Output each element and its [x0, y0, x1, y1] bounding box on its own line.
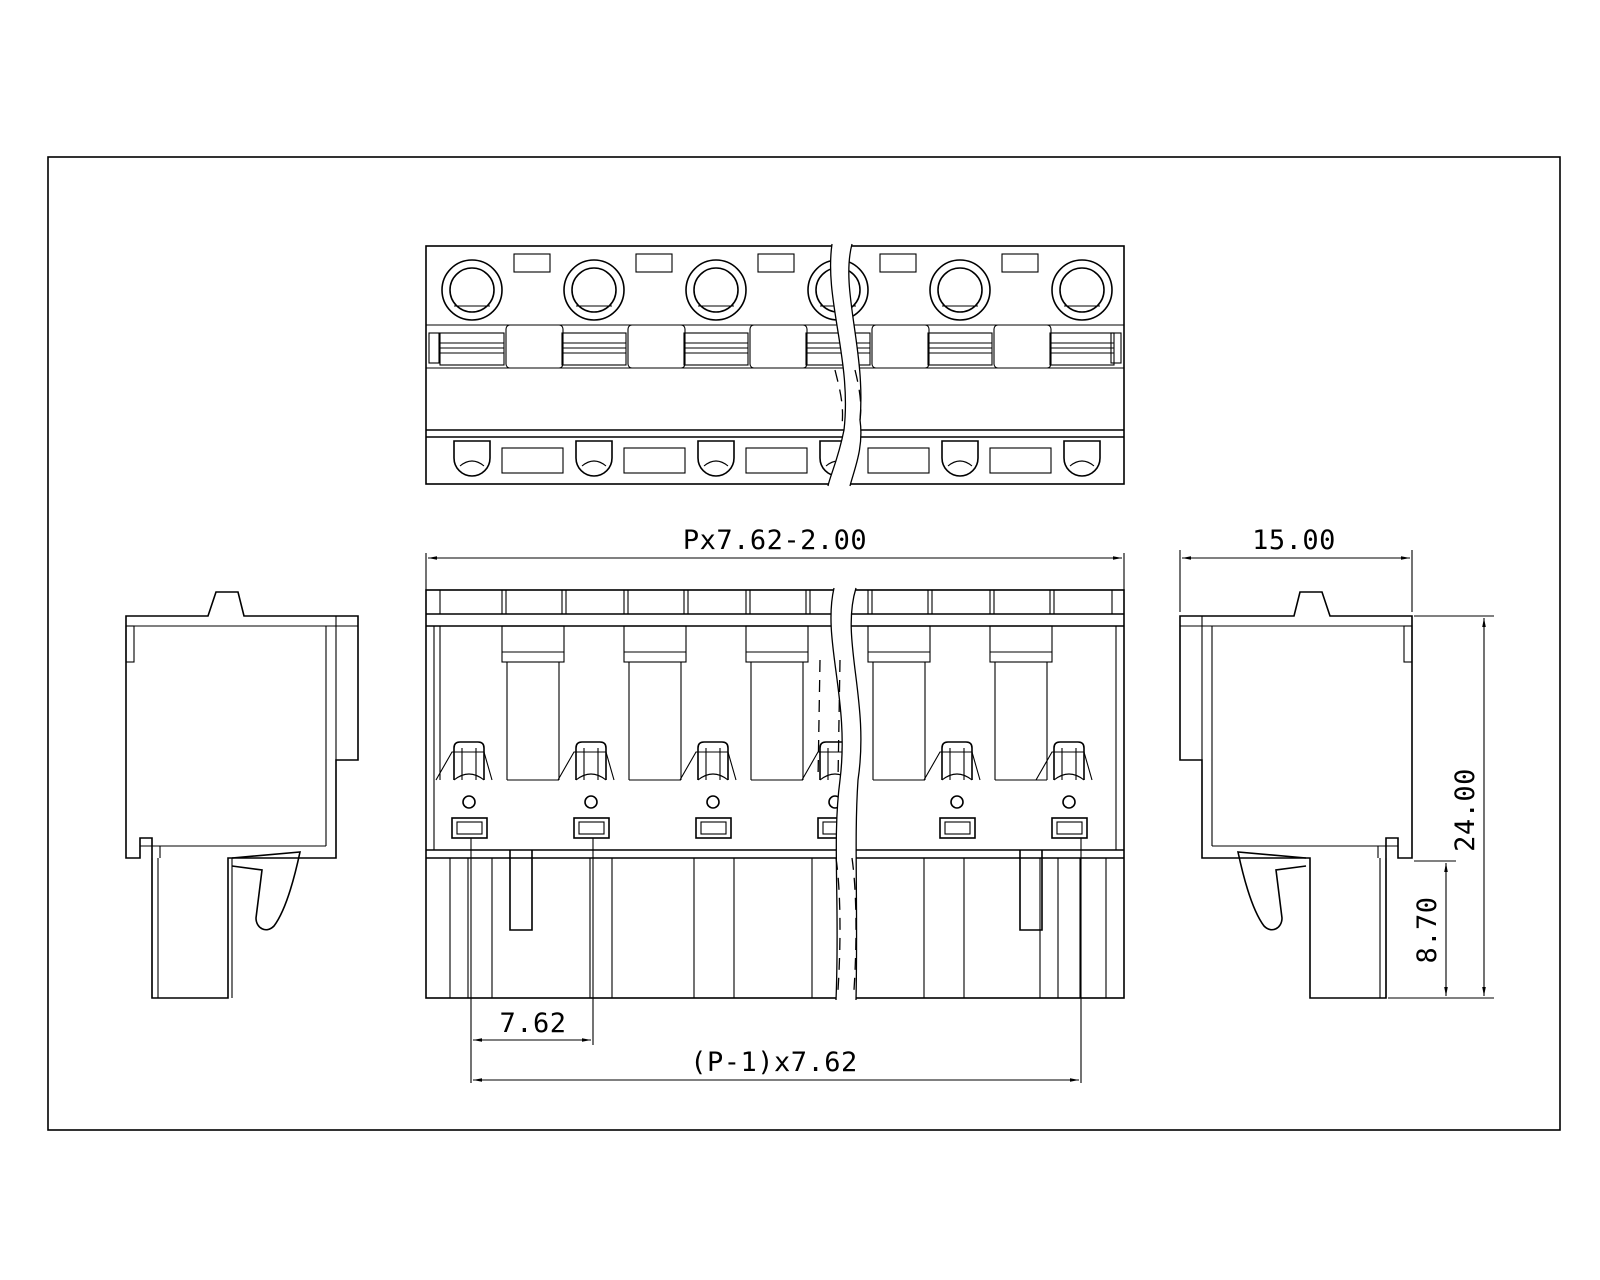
depth-label: 15.00 — [1252, 525, 1336, 556]
overall-width-label: Px7.62-2.00 — [683, 525, 867, 556]
left-side-view — [125, 591, 359, 999]
span-label: (P-1)x7.62 — [690, 1047, 858, 1078]
height-label: 24.00 — [1450, 768, 1481, 852]
front-view — [425, 553, 1125, 1083]
right-side-view — [1179, 591, 1413, 999]
top-view — [425, 243, 1125, 487]
drawing-frame — [47, 156, 1561, 1131]
pitch-label: 7.62 — [499, 1008, 566, 1039]
pin-height-label: 8.70 — [1412, 896, 1443, 963]
